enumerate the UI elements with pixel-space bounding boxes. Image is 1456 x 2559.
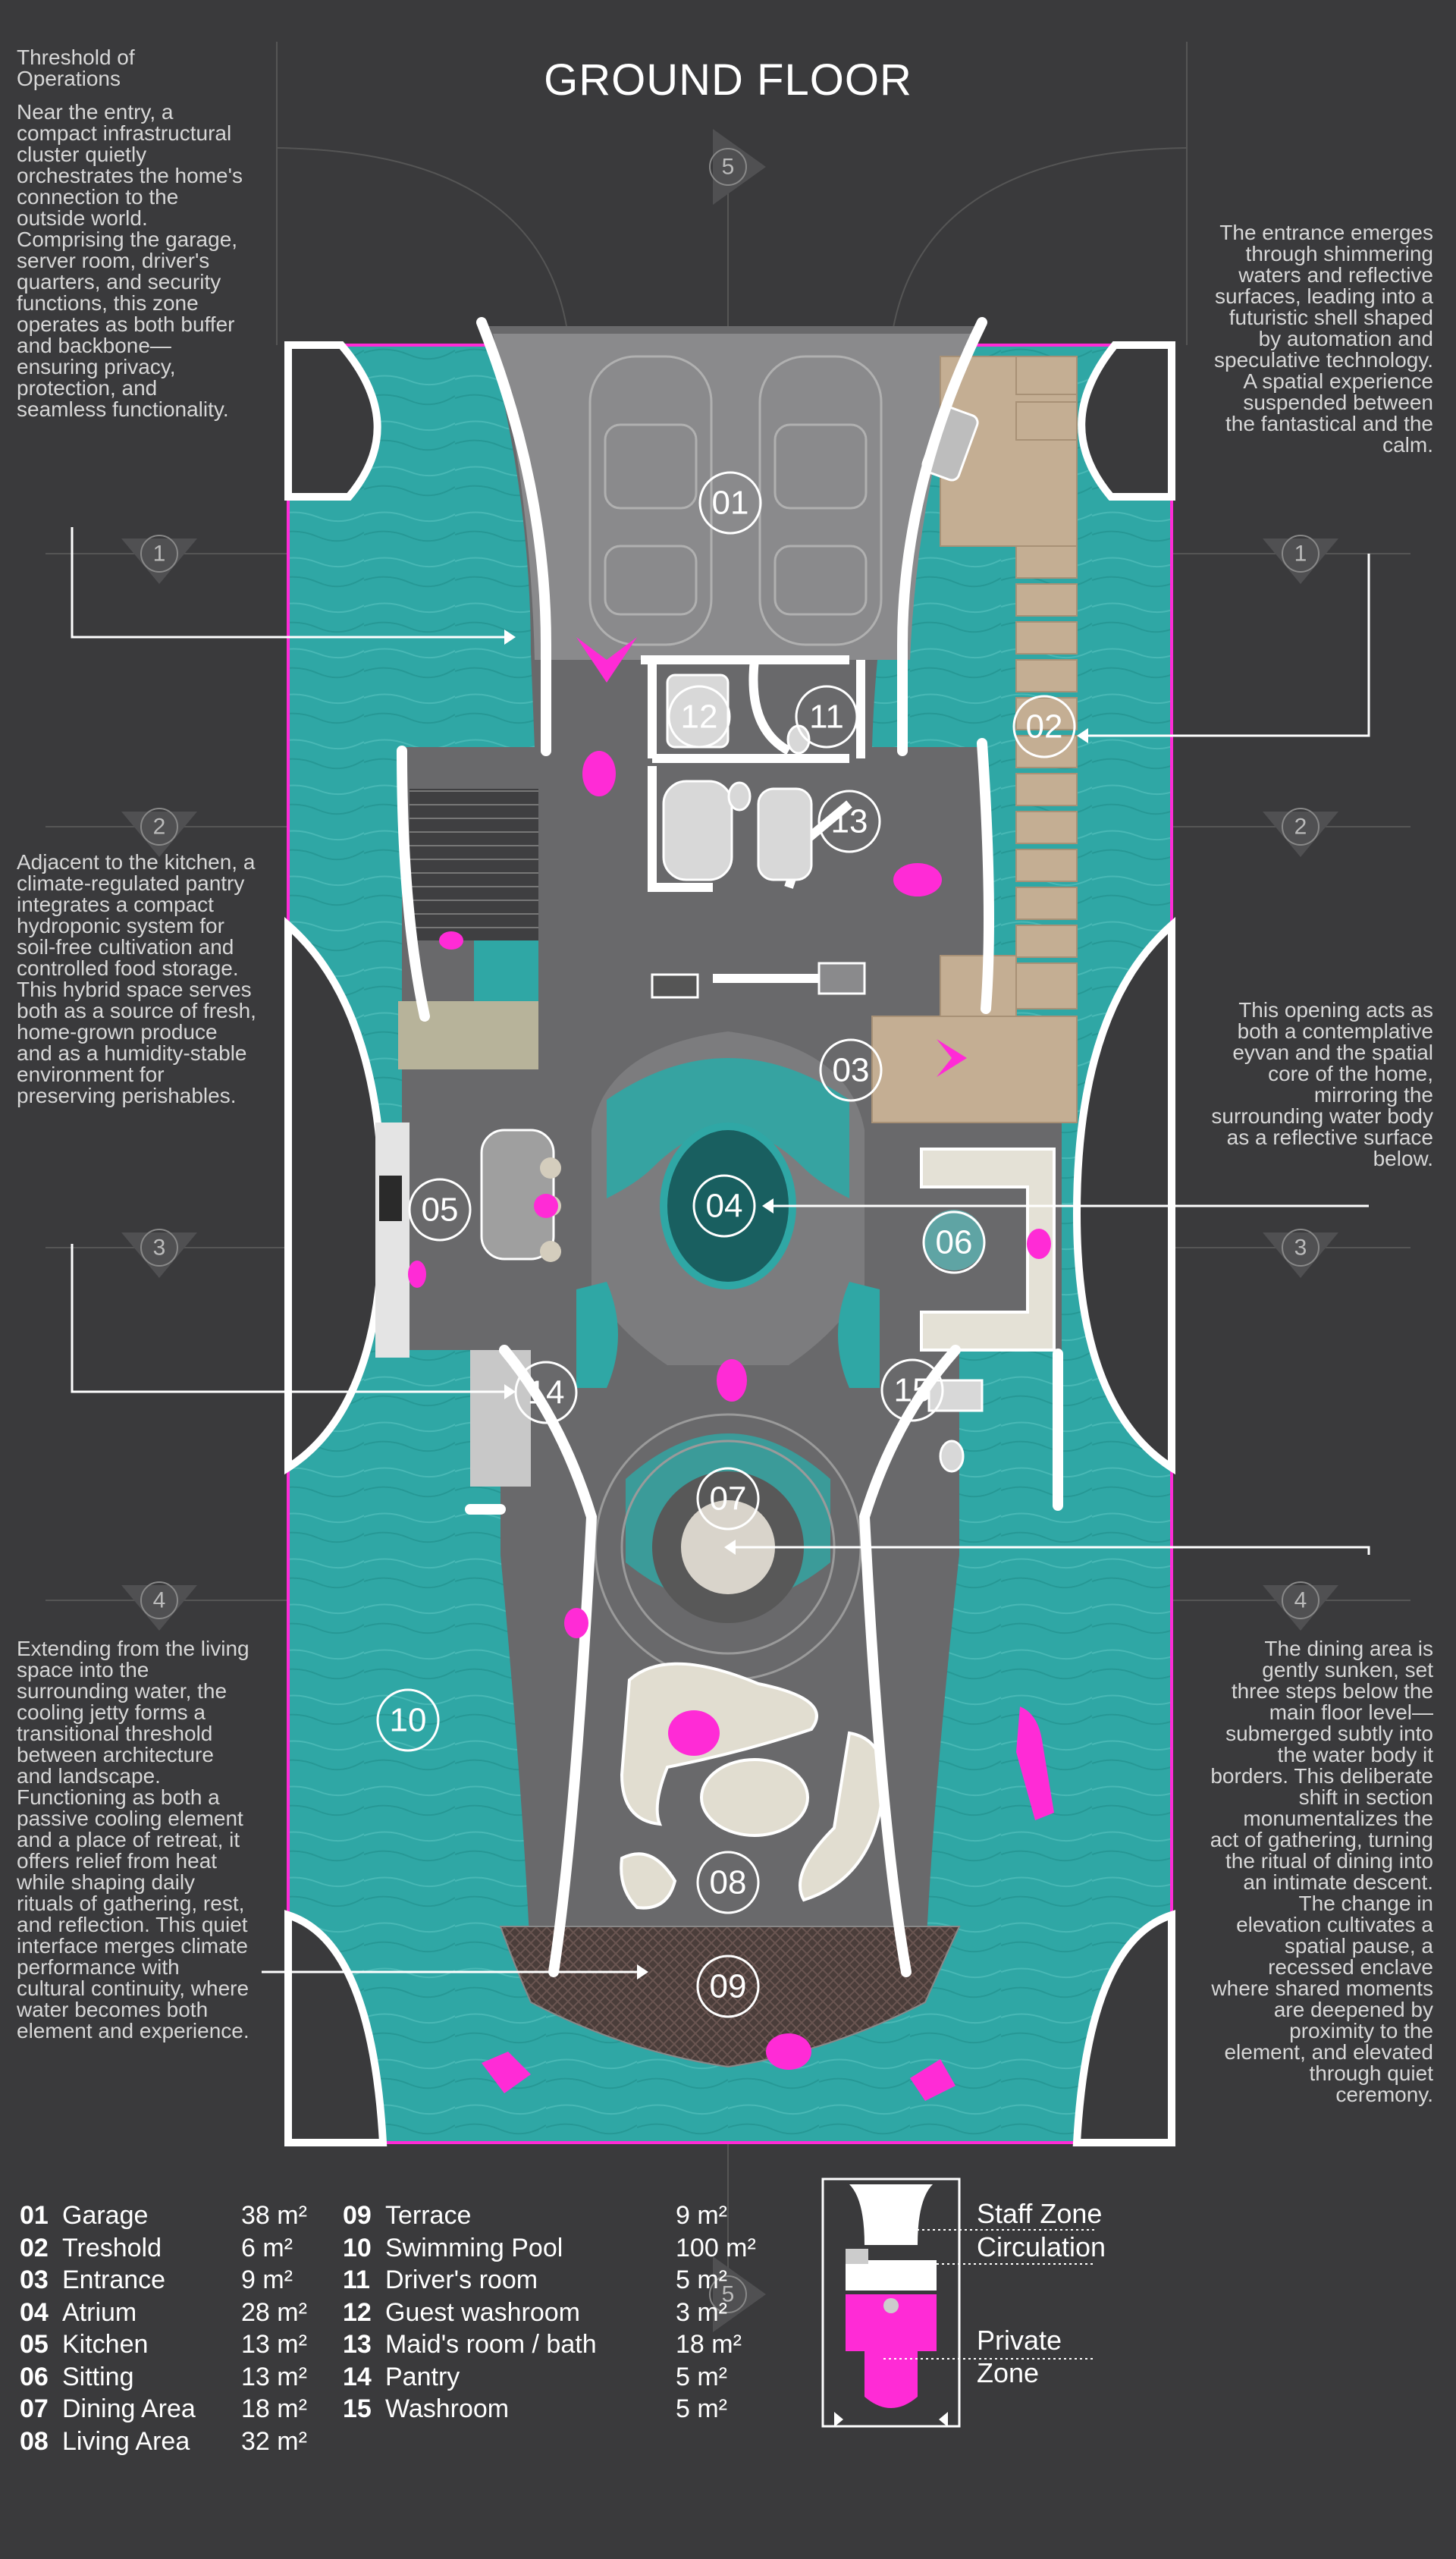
- atrium: [576, 1058, 880, 1388]
- zone-label-private: Private: [977, 2325, 1062, 2356]
- room-tag-label: 05: [422, 1192, 459, 1229]
- room-tag-label: 15: [894, 1372, 931, 1409]
- room-tag-label: 02: [1026, 708, 1063, 746]
- grid-marker-label: 4: [153, 1588, 166, 1613]
- zone-label-zone: Zone: [977, 2357, 1040, 2388]
- note-threshold-body: Near the entry, a compact infrastructura…: [17, 100, 243, 421]
- note-dining: The dining area is gently sunken, set th…: [1210, 1637, 1433, 2106]
- note-entrance: The entrance emerges through shimmering …: [1214, 221, 1433, 457]
- callout-lines: [71, 527, 1370, 1973]
- room-tag-label: 06: [936, 1224, 973, 1261]
- washroom-fixtures: [927, 1379, 984, 1473]
- grid-marker-label: 1: [1294, 542, 1307, 567]
- terrace-deck: [499, 1926, 961, 2068]
- room-tag-label: 10: [390, 1702, 427, 1739]
- zone-key-plan: [821, 2178, 1096, 2428]
- bathroom-fixtures: [651, 674, 866, 999]
- entrance-arrows: [576, 637, 967, 1077]
- zone-label-staff: Staff Zone: [977, 2198, 1103, 2229]
- room-tag-label: 14: [528, 1374, 565, 1411]
- room-tag-label: 09: [710, 1968, 747, 2005]
- room-tag-label: 03: [833, 1052, 870, 1089]
- grid-marker-label: 5: [722, 2282, 735, 2307]
- shell-walls: [397, 317, 1063, 1977]
- room-tag-label: 08: [710, 1864, 747, 1901]
- room-tag-label: 07: [710, 1480, 747, 1518]
- room-tag-label: 04: [706, 1188, 743, 1225]
- note-threshold: Threshold of Operations Near the entry, …: [17, 47, 252, 420]
- room-tag-circles: [376, 471, 1076, 2018]
- grid-marker-label: 1: [153, 542, 166, 567]
- grid-marker-label: 2: [1294, 815, 1307, 840]
- grid-marker-label: 3: [153, 1236, 166, 1261]
- note-threshold-heading: Threshold of Operations: [17, 46, 135, 90]
- stair: [398, 789, 538, 1069]
- room-tag-label: 01: [712, 485, 749, 522]
- grid-marker-label: 3: [1294, 1236, 1307, 1261]
- note-jetty: Extending from the living space into the…: [17, 1637, 249, 2042]
- garage-cars: [588, 355, 883, 646]
- note-atrium: This opening acts as both a contemplativ…: [1211, 998, 1433, 1170]
- grid-marker-label: 4: [1294, 1588, 1307, 1613]
- room-tag-label: 12: [681, 699, 718, 736]
- grid-marker-triangles: [121, 129, 1338, 2332]
- sitting: [920, 1148, 1056, 1352]
- callout-arrowheads: [504, 630, 1088, 1980]
- grid-marker-circles: [140, 148, 1320, 2313]
- note-pantry: Adjacent to the kitchen, a climate-regul…: [17, 850, 256, 1107]
- grid-marker-label: 5: [722, 155, 735, 180]
- room-tag-label: 11: [809, 699, 844, 736]
- page-title: GROUND FLOOR: [544, 55, 912, 105]
- people-figures: [408, 751, 1054, 2101]
- room-tag-label: 13: [831, 803, 868, 840]
- zone-label-circulation: Circulation: [977, 2231, 1106, 2262]
- grid-marker-label: 2: [153, 815, 166, 840]
- threshold-deck: [871, 356, 1078, 1123]
